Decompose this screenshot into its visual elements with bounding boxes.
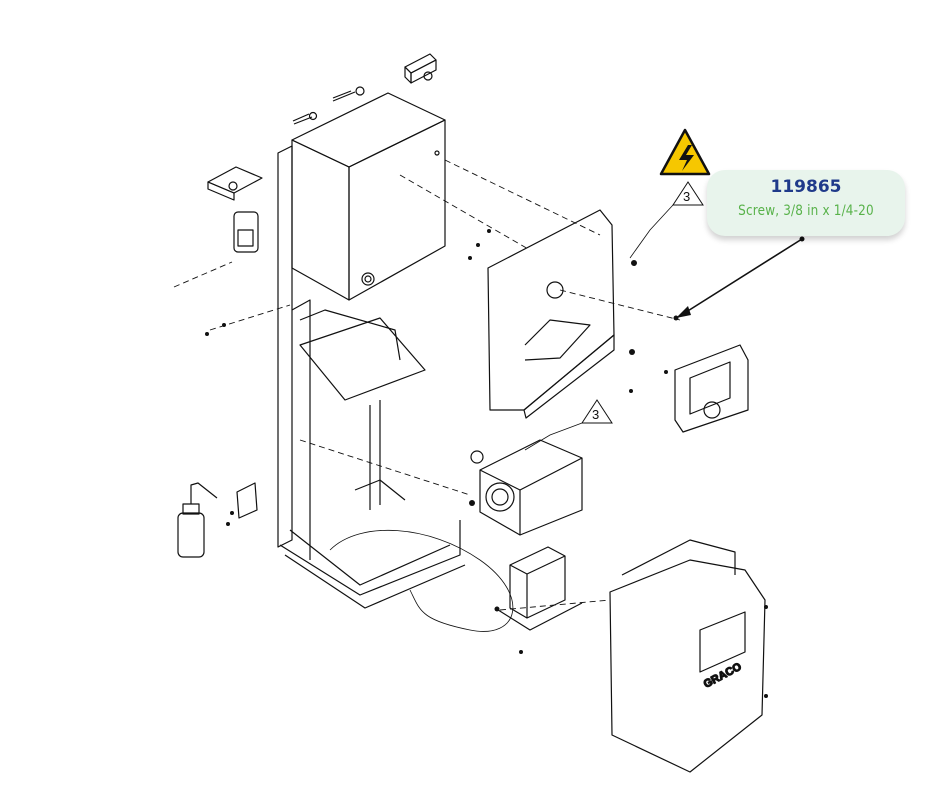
control-display — [674, 344, 749, 433]
brand-mark: GRACO — [702, 661, 744, 691]
bolt — [292, 111, 318, 125]
electrical-hazard-icon — [659, 128, 711, 176]
mounting-bracket-top — [404, 53, 437, 84]
callout-pointer — [676, 236, 805, 318]
fan-unit — [470, 439, 583, 536]
main-frame — [277, 145, 466, 609]
svg-text:3: 3 — [592, 407, 599, 422]
wire-harness — [329, 529, 514, 632]
bolt — [332, 86, 365, 102]
display-cover — [487, 209, 615, 419]
fasteners — [205, 229, 768, 698]
front-shroud — [609, 539, 766, 773]
mounting-bracket-left — [207, 166, 263, 201]
reference-marker-2: 3 — [524, 399, 613, 451]
transformer — [494, 546, 583, 631]
part-description: Screw, 3/8 in x 1/4-20 — [738, 203, 874, 219]
fluid-bottle — [177, 482, 258, 558]
switch-module — [233, 211, 259, 253]
assembly-leader-lines — [173, 159, 681, 611]
reference-marker-1: 3 — [629, 181, 704, 259]
electrical-enclosure — [291, 92, 446, 301]
svg-text:3: 3 — [683, 189, 690, 204]
part-number: 119865 — [770, 177, 842, 197]
part-callout: 119865 Screw, 3/8 in x 1/4-20 — [707, 170, 905, 236]
